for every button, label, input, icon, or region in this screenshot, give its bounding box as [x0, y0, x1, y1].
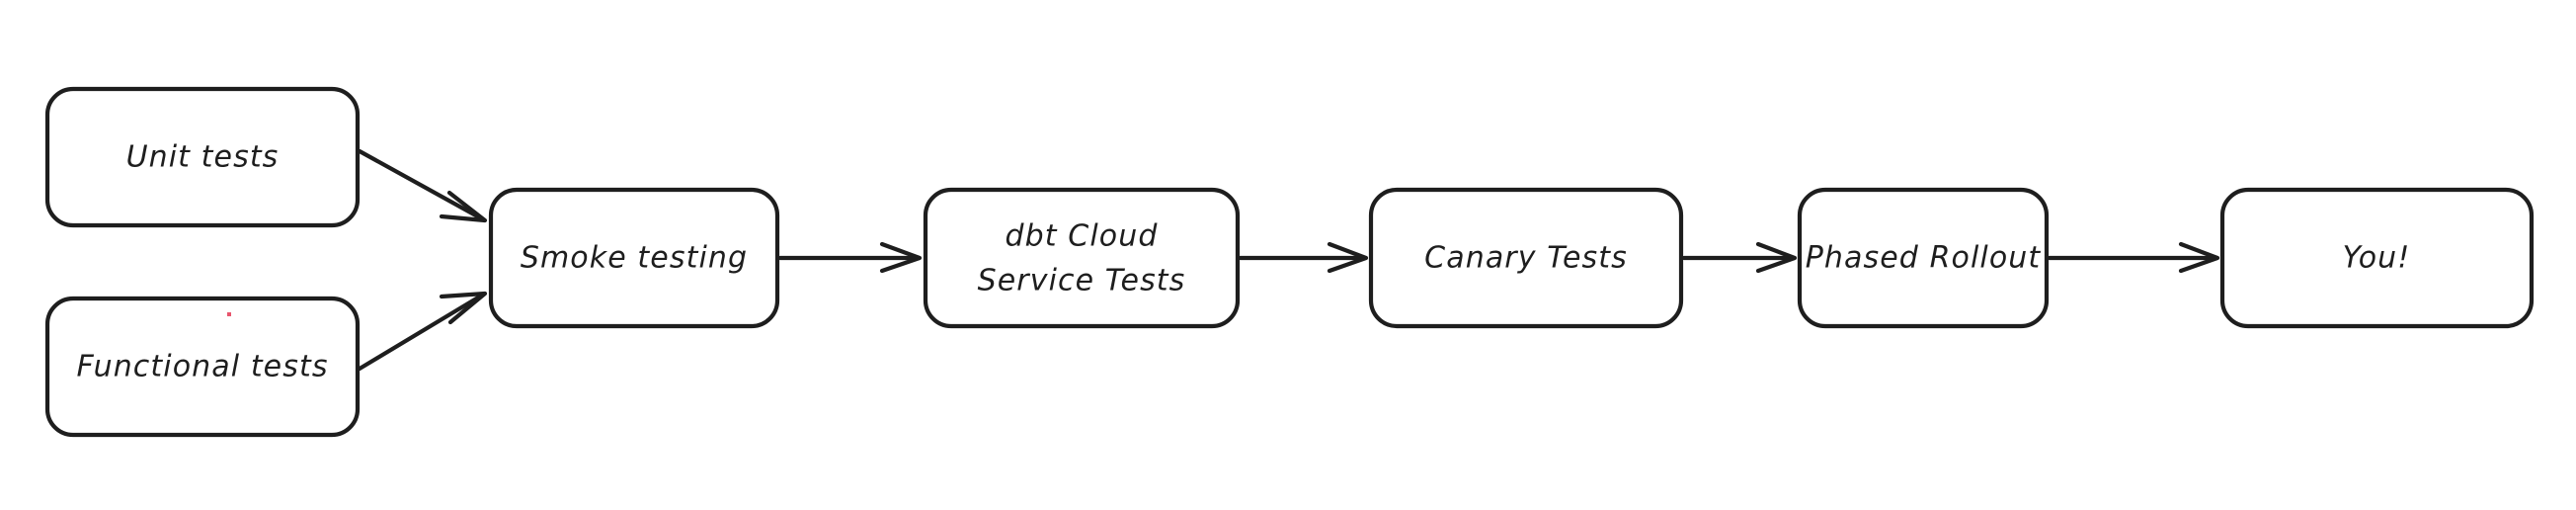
node-you-shape[interactable]	[2219, 187, 2535, 329]
edge-canary-tests-to-phased-rollout	[1681, 241, 1798, 274]
edge-unit-tests-to-smoke-testing	[357, 148, 488, 223]
edge-dbt-to-canary-arrowhead	[1327, 241, 1369, 274]
edge-layer	[357, 148, 2220, 372]
node-unit-tests[interactable]: Unit tests	[44, 86, 361, 228]
node-functional-tests-label: Functional tests	[76, 350, 328, 384]
node-phased-rollout[interactable]: Phased Rollout	[1797, 187, 2050, 329]
node-canary-tests[interactable]: Canary Tests	[1368, 187, 1684, 329]
node-you[interactable]: You!	[2219, 187, 2535, 329]
edge-unit-to-smoke-line	[357, 148, 486, 222]
node-unit-tests-shape[interactable]	[44, 86, 361, 228]
node-phased-rollout-shape[interactable]	[1797, 187, 2050, 329]
edge-dbt-cloud-to-canary-tests	[1238, 241, 1369, 274]
node-dbt-cloud-service-tests-label-line2: Service Tests	[978, 264, 1186, 298]
node-you-label: You!	[2343, 241, 2411, 276]
edge-canary-to-phased-arrowhead	[1755, 241, 1798, 274]
node-canary-tests-label: Canary Tests	[1424, 241, 1628, 276]
edge-smoke-to-dbt-arrowhead	[879, 241, 923, 274]
node-layer: Unit tests Functional tests Smoke testin…	[44, 86, 2535, 438]
node-dbt-cloud-service-tests-shape[interactable]	[923, 187, 1241, 329]
node-functional-tests-shape[interactable]	[44, 296, 361, 438]
node-dbt-cloud-service-tests[interactable]: dbt Cloud Service Tests	[923, 187, 1241, 329]
red-speck-artifact	[227, 312, 231, 316]
edge-unit-to-smoke-arrowhead	[439, 190, 488, 223]
edge-smoke-testing-to-dbt-cloud	[777, 241, 923, 274]
node-functional-tests[interactable]: Functional tests	[44, 296, 361, 438]
edge-phased-to-you-arrowhead	[2178, 241, 2220, 274]
edge-functional-to-smoke-arrowhead	[439, 291, 488, 325]
edge-functional-tests-to-smoke-testing	[357, 291, 488, 372]
node-unit-tests-label: Unit tests	[126, 140, 280, 175]
node-dbt-cloud-service-tests-label-line1: dbt Cloud	[1006, 219, 1159, 254]
edge-phased-rollout-to-you	[2047, 241, 2220, 274]
edge-functional-to-smoke-line	[357, 292, 486, 372]
node-phased-rollout-label: Phased Rollout	[1806, 241, 2042, 276]
node-canary-tests-shape[interactable]	[1368, 187, 1684, 329]
node-smoke-testing-label: Smoke testing	[521, 241, 748, 276]
node-smoke-testing-shape[interactable]	[488, 187, 780, 329]
node-smoke-testing[interactable]: Smoke testing	[488, 187, 780, 329]
